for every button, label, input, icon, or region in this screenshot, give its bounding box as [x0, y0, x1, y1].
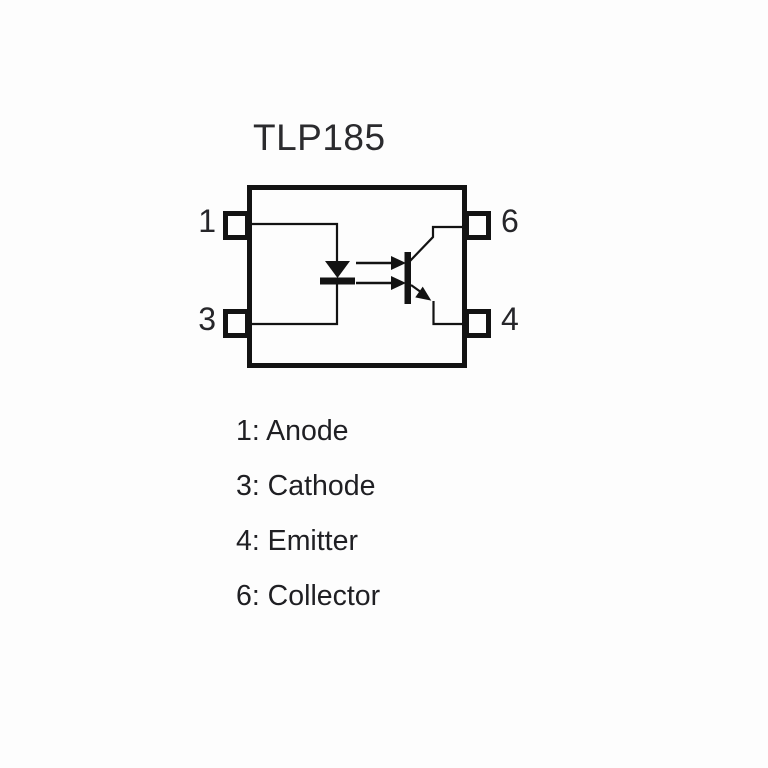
legend-item-anode: 1: Anode	[236, 415, 349, 447]
pin-3-stub	[223, 309, 250, 338]
pin-3-label: 3	[198, 301, 216, 337]
anode-wire	[249, 222, 339, 262]
pin-6-label: 6	[501, 203, 519, 239]
cathode-wire	[249, 284, 339, 326]
phototransistor-icon	[404, 225, 466, 326]
pin-1-stub	[223, 211, 250, 240]
pin-1-label: 1	[198, 203, 216, 239]
legend-item-collector: 6: Collector	[236, 580, 381, 612]
pin-4-stub	[464, 309, 491, 338]
light-arrows-icon	[356, 256, 406, 290]
pin-legend: 1: Anode 3: Cathode 4: Emitter 6: Collec…	[236, 413, 380, 633]
pin-6-stub	[464, 211, 491, 240]
pin-4-label: 4	[501, 301, 519, 337]
led-diode-icon	[320, 261, 355, 285]
legend-item-emitter: 4: Emitter	[236, 525, 358, 557]
legend-item-cathode: 3: Cathode	[236, 470, 376, 502]
package-outline	[247, 185, 467, 368]
part-number-title: TLP185	[253, 117, 386, 158]
